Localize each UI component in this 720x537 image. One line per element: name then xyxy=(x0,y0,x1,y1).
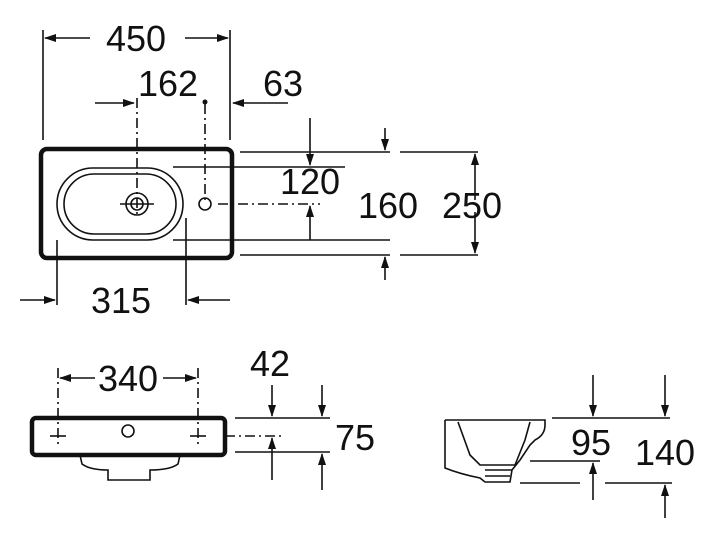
side-view: 95 140 xyxy=(444,375,695,518)
top-view: 450 162 63 120 160 250 315 xyxy=(20,18,502,321)
dim-bowl-width-315: 315 xyxy=(91,280,151,321)
dim-bowl-height-160: 160 xyxy=(358,185,418,226)
dim-bowl-offset-120: 120 xyxy=(280,161,340,202)
dim-rim-height-75: 75 xyxy=(335,417,375,458)
dim-side-hole-63: 63 xyxy=(263,63,303,104)
dim-width-450: 450 xyxy=(106,18,166,59)
dim-fixing-height-42: 42 xyxy=(250,343,290,384)
dim-depth-250: 250 xyxy=(442,185,502,226)
dim-tap-offset-162: 162 xyxy=(138,63,198,104)
dim-fixing-spacing-340: 340 xyxy=(98,358,158,399)
front-view: 340 42 75 xyxy=(29,343,375,490)
dim-bowl-depth-95: 95 xyxy=(571,422,611,463)
dim-total-height-140: 140 xyxy=(635,432,695,473)
